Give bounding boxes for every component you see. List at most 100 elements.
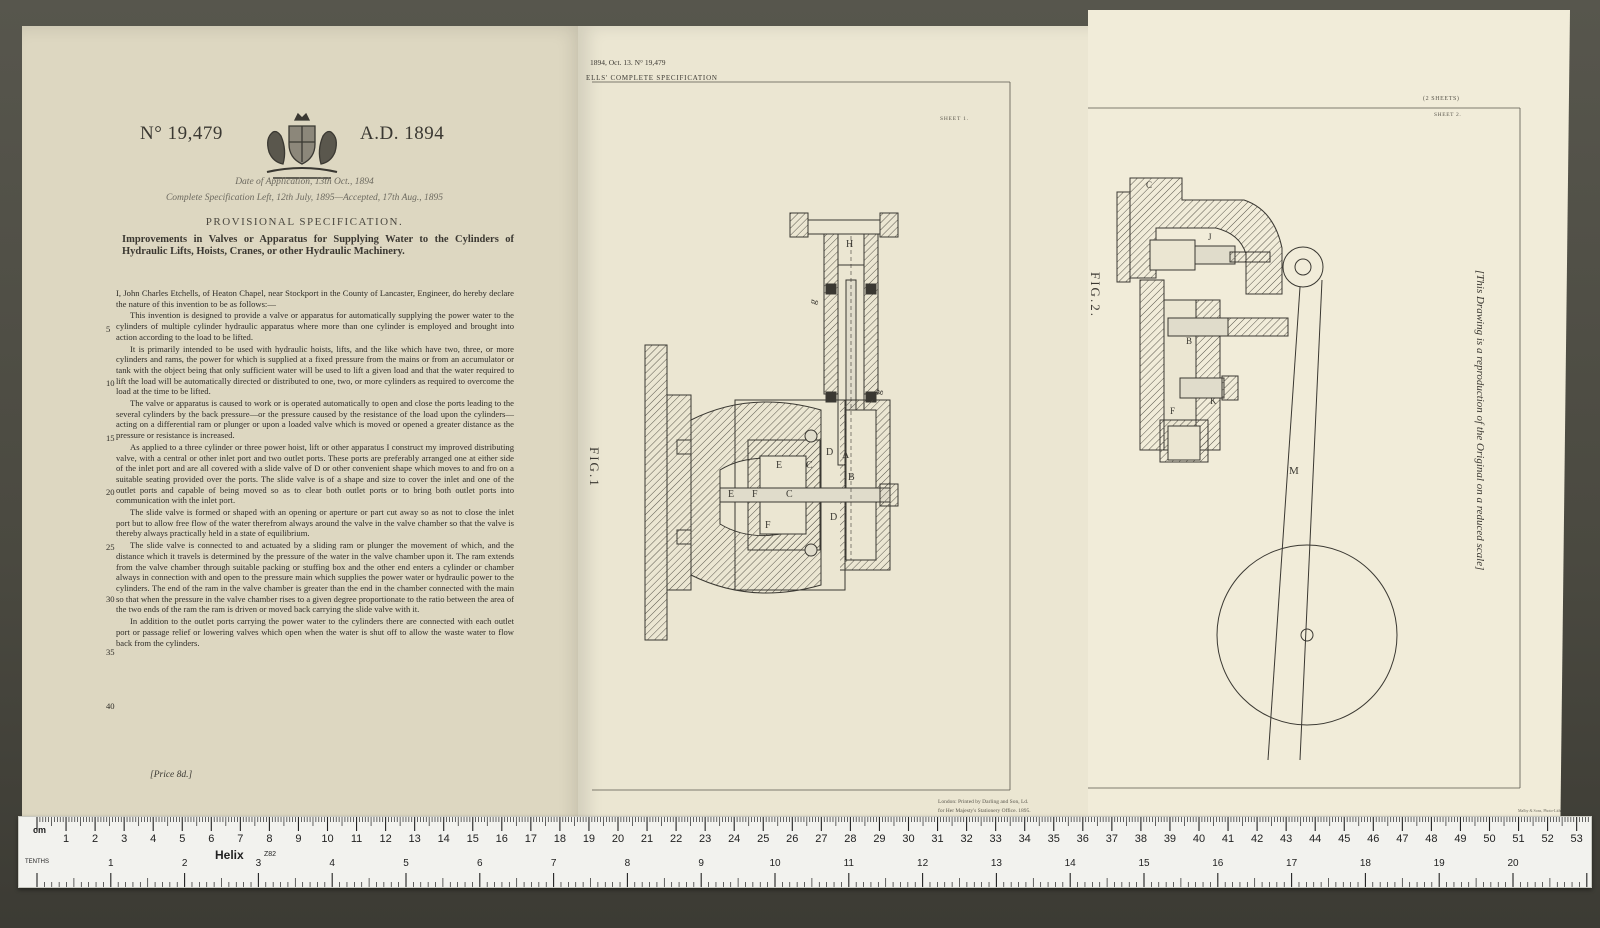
part-label: g	[872, 388, 884, 396]
printer-line: for Her Majesty's Stationery Office. 189…	[938, 808, 1031, 814]
paragraph: As applied to a three cylinder or three …	[116, 441, 514, 506]
ruler-cm-number: 1	[62, 833, 70, 845]
ruler-cm-number: 44	[1309, 833, 1322, 845]
ruler-cm-number: 23	[699, 833, 712, 845]
ruler-inch-number: 11	[843, 858, 854, 869]
ruler-cm-number: 53	[1570, 833, 1583, 845]
ruler-cm-number: 51	[1512, 833, 1525, 845]
lithographer-credit: Malby & Sons, Photo-Litho.	[1518, 808, 1564, 813]
ruler-inch-number: 14	[1064, 858, 1076, 869]
line-number: 15	[106, 433, 115, 443]
ruler-cm-number: 17	[524, 833, 537, 845]
ruler-cm-number: 41	[1221, 833, 1235, 845]
part-label: E	[776, 460, 782, 471]
patent-number: N° 19,479	[140, 123, 223, 144]
part-label: F	[765, 520, 771, 531]
ruler-inch-number: 13	[990, 858, 1002, 869]
ruler-cm-number: 24	[728, 833, 741, 845]
line-number: 25	[106, 542, 115, 552]
price-note: [Price 8d.]	[150, 770, 193, 780]
ruler-cm-number: 45	[1338, 833, 1351, 845]
ruler-brand: Helix	[215, 848, 244, 862]
ruler-cm-number: 12	[379, 833, 392, 845]
ruler-inch-number: 6	[477, 858, 483, 869]
ruler-cm-number: 3	[121, 833, 128, 845]
specification-dates: Complete Specification Left, 12th July, …	[165, 193, 444, 203]
sheet-count: (2 SHEETS)	[1423, 96, 1460, 102]
ruler-cm-number: 52	[1541, 833, 1554, 845]
ruler-cm-number: 22	[669, 833, 683, 845]
figure-1-valve-section	[644, 212, 899, 641]
paragraph: The slide valve is formed or shaped with…	[116, 507, 514, 539]
ruler-cm-number: 20	[611, 833, 625, 845]
ruler-cm-number: 39	[1163, 833, 1177, 845]
paragraph: In addition to the outlet ports carrying…	[116, 616, 514, 648]
ruler-inch-number: 15	[1138, 858, 1150, 869]
ruler-inch-number: 7	[550, 858, 557, 869]
ruler-cm-number: 30	[902, 833, 915, 845]
sheet-subheader: ELLS' COMPLETE SPECIFICATION	[586, 74, 718, 82]
ruler-cm-number: 31	[931, 833, 944, 845]
figure-2-part-labels: C J B F K M	[1146, 180, 1299, 477]
ruler-cm-number: 2	[92, 833, 99, 845]
part-label: E	[728, 489, 734, 500]
ruler-cm-number: 9	[295, 833, 302, 845]
ruler-inch-number: 3	[255, 858, 262, 869]
part-label: B	[848, 472, 855, 483]
ruler-cm-number: 15	[466, 833, 479, 845]
patent-title: Improvements in Valves or Apparatus for …	[122, 234, 514, 257]
ruler-tenths-label: TENTHS	[25, 859, 49, 865]
paragraph: The slide valve is connected to and actu…	[116, 540, 514, 615]
ruler-cm-number: 40	[1192, 833, 1206, 845]
part-label: C	[1146, 180, 1152, 190]
ruler-cm-number: 42	[1250, 833, 1264, 845]
part-label: g	[807, 298, 819, 306]
ruler-cm-number: 37	[1105, 833, 1118, 845]
paragraph: I, John Charles Etchells, of Heaton Chap…	[116, 288, 514, 309]
part-label: A	[842, 450, 850, 461]
part-label: J	[1208, 232, 1212, 242]
patent-text-page: N° 19,479 A.D. 1894 Date of Application,…	[22, 26, 587, 846]
line-number: 30	[106, 594, 115, 604]
ruler-cm-number: 46	[1367, 833, 1380, 845]
ruler-cm-number: 36	[1076, 833, 1089, 845]
ruler-cm-number: 49	[1454, 833, 1467, 845]
ruler-cm-number: 33	[989, 833, 1002, 845]
part-label: C	[806, 460, 813, 471]
ruler-cm-number: 48	[1425, 833, 1438, 845]
ruler-cm-number: 28	[844, 833, 857, 845]
ruler-inch-number: 10	[769, 858, 781, 869]
ruler-cm-number: 8	[266, 833, 273, 845]
ruler-ticks	[36, 817, 1589, 887]
paragraph: This invention is designed to provide a …	[116, 310, 514, 342]
part-label: F	[752, 489, 758, 500]
ruler-cm-number: 5	[179, 833, 186, 845]
ruler-inch-number: 16	[1212, 858, 1224, 869]
ruler-cm-number: 10	[321, 833, 334, 845]
figure-1-part-labels: H g g E C F A B D D C E F	[728, 239, 885, 531]
printer-line: London: Printed by Darling and Son, Ld.	[938, 799, 1029, 805]
ruler-cm-number: 18	[553, 833, 567, 845]
sheet-number: SHEET 1.	[940, 116, 969, 122]
ruler-inch-number: 8	[624, 858, 631, 869]
ruler-cm-number: 34	[1018, 833, 1031, 845]
ruler-inch-number: 12	[917, 858, 929, 869]
printer-imprint: London: Printed by Darling and Son, Ld. …	[938, 798, 1031, 816]
ruler-inch-number: 18	[1359, 858, 1371, 869]
ruler-cm-number: 27	[815, 833, 828, 845]
paragraph: It is primarily intended to be used with…	[116, 343, 514, 397]
ruler-inch-number: 5	[403, 858, 409, 869]
ruler-cm-number: 38	[1134, 833, 1148, 845]
ruler-inch-number: 1	[108, 858, 114, 869]
ruler-cm-number: 11	[350, 833, 363, 845]
ruler-cm-number: 13	[408, 833, 421, 845]
part-label: B	[1186, 336, 1192, 346]
ruler-cm-number: 25	[757, 833, 770, 845]
ruler-cm-label: cm	[33, 825, 47, 835]
specification-body: I, John Charles Etchells, of Heaton Chap…	[116, 288, 514, 649]
ruler-cm-number: 6	[208, 833, 215, 845]
figure-2-valve-section	[1116, 177, 1398, 761]
ruler-cm-number: 4	[150, 833, 157, 845]
line-number: 20	[106, 487, 115, 497]
